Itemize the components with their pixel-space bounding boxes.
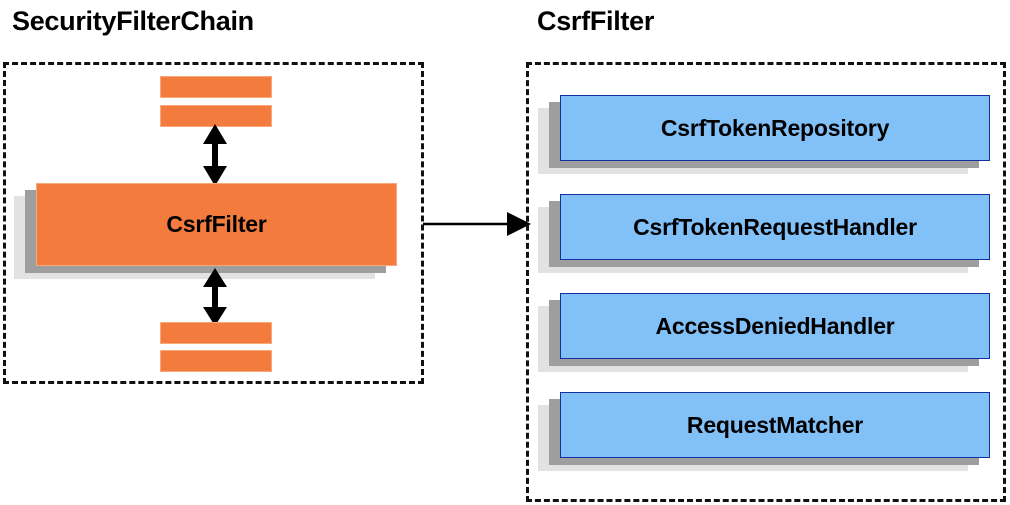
arrow-below-csrffilter [203, 268, 227, 326]
collaborator-box-accessdeniedhandler[interactable]: AccessDeniedHandler [560, 293, 990, 359]
collaborator-stack-4: RequestMatcher [538, 392, 990, 471]
collaborator-stack-3: AccessDeniedHandler [538, 293, 990, 372]
filter-bar-below-1 [160, 322, 272, 344]
collaborator-stack-2: CsrfTokenRequestHandler [538, 194, 990, 273]
collaborator-box-csrftokenrepository[interactable]: CsrfTokenRepository [560, 95, 990, 161]
collaborator-stack-1: CsrfTokenRepository [538, 95, 990, 174]
panel-title-csrf-filter: CsrfFilter [537, 6, 655, 36]
filter-bar-below-2 [160, 350, 272, 372]
panel-security-filter-chain [3, 62, 424, 384]
csrffilter-box-stack: CsrfFilter [14, 183, 397, 279]
arrow-above-csrffilter [203, 124, 227, 186]
panel-csrf-filter [526, 62, 1006, 502]
csrffilter-box[interactable]: CsrfFilter [36, 183, 397, 266]
panel-title-security-filter-chain: SecurityFilterChain [12, 6, 254, 36]
filter-bar-above-1 [160, 76, 272, 98]
collaborator-box-csrftokenrequesthandler[interactable]: CsrfTokenRequestHandler [560, 194, 990, 260]
collaborator-box-requestmatcher[interactable]: RequestMatcher [560, 392, 990, 458]
connector-arrow-scf-to-csrffilter [423, 212, 531, 236]
